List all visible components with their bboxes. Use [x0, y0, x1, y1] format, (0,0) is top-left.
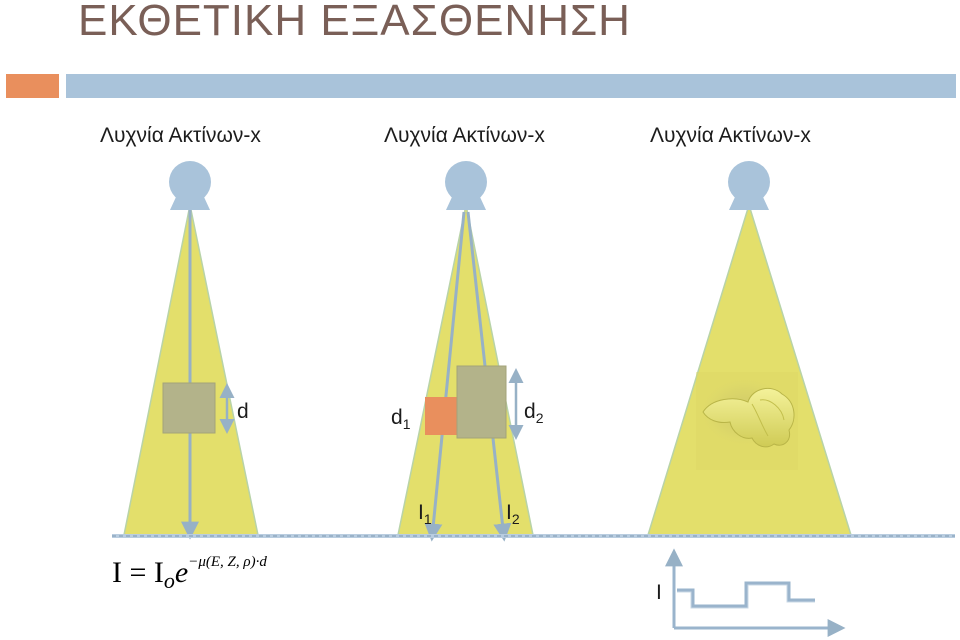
panel-1: d — [123, 161, 259, 540]
beam-cone-3 — [646, 202, 853, 536]
absorber-block-thick — [456, 365, 507, 439]
panel-3 — [646, 161, 853, 536]
graph-y-label: I — [656, 581, 662, 604]
header-bar — [66, 74, 956, 98]
tube-label-1: Λυχνία Ακτίνων-x — [100, 124, 261, 147]
panel-2: d1 d2 I1 I2 — [391, 161, 544, 542]
i2-label: I2 — [506, 501, 520, 527]
absorber-block — [162, 382, 216, 434]
xray-tube-icon — [445, 161, 487, 210]
tube-label-3: Λυχνία Ακτίνων-x — [650, 124, 811, 147]
intensity-profile — [677, 581, 815, 608]
tooth-icon — [695, 372, 798, 470]
d1-label: d1 — [391, 406, 411, 432]
attenuation-formula: I = Ioe−μ(E, Z, ρ)·d — [112, 554, 267, 593]
formula-base: e — [174, 556, 189, 589]
absorber-block-thin — [425, 397, 458, 435]
tube-label-2: Λυχνία Ακτίνων-x — [384, 124, 545, 147]
accent-bar — [6, 74, 59, 98]
formula-lhs: I = I — [112, 556, 164, 589]
thickness-label: d — [237, 400, 249, 423]
xray-tube-icon — [169, 161, 211, 210]
xray-tube-icon — [728, 161, 770, 210]
formula-sub: o — [163, 568, 175, 593]
page-title: ΕΚΘΕΤΙΚΗ ΕΞΑΣΘΕΝΗΣΗ — [78, 0, 631, 45]
i1-label: I1 — [418, 501, 432, 527]
formula-exponent: −μ(E, Z, ρ)·d — [188, 554, 267, 570]
d2-label: d2 — [524, 400, 544, 426]
intensity-profile-graph: I — [656, 548, 846, 637]
ray-i1 — [424, 211, 466, 542]
